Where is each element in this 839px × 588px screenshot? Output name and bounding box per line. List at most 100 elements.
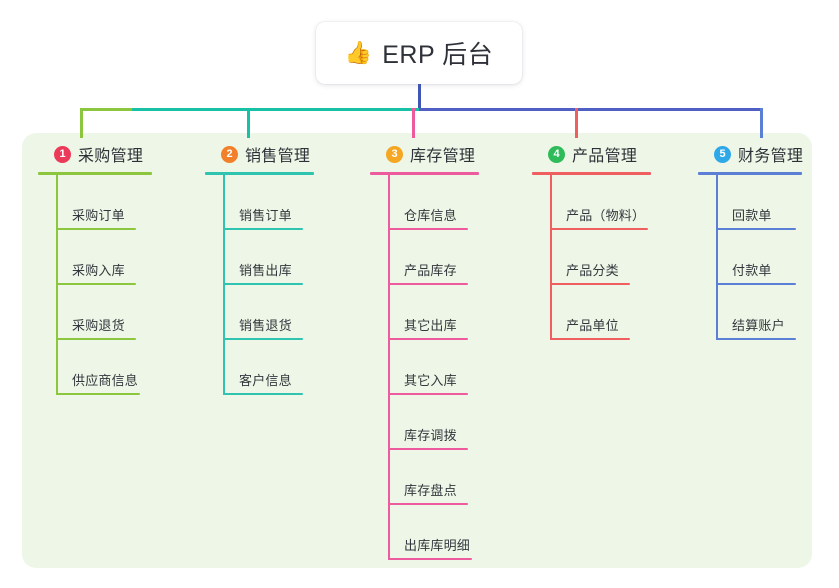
- branch-item-label: 客户信息: [239, 373, 292, 388]
- branch-item-label: 出库库明细: [404, 538, 471, 553]
- branch-item-label: 其它出库: [404, 318, 457, 333]
- branch-item-label: 销售订单: [239, 208, 292, 223]
- branch-spine: [388, 175, 390, 560]
- branch-item-rule: [223, 283, 303, 285]
- branch-header-rule: [38, 172, 152, 175]
- branch-item-label: 销售出库: [239, 263, 292, 278]
- branch-item-rule: [388, 393, 468, 395]
- branch-item-label: 采购订单: [72, 208, 125, 223]
- branch-item-rule: [716, 338, 796, 340]
- branch-item-rule: [388, 558, 472, 560]
- branch-items: 仓库信息产品库存其它出库其它入库库存调拨库存盘点出库库明细: [388, 175, 513, 560]
- branch-number-badge: 3: [386, 145, 403, 163]
- branch-item-rule: [550, 338, 630, 340]
- branch-item-rule: [388, 228, 468, 230]
- branch-item-label: 付款单: [732, 263, 772, 278]
- branch-item-label: 产品单位: [566, 318, 619, 333]
- branch-number-badge: 2: [221, 145, 238, 163]
- branch-item-label: 回款单: [732, 208, 772, 223]
- branch-item-label: 结算账户: [732, 318, 785, 333]
- branch-item-rule: [56, 283, 136, 285]
- branch-items: 回款单付款单结算账户: [716, 175, 836, 340]
- branch-item-rule: [388, 503, 468, 505]
- branch-header-rule: [698, 172, 802, 175]
- branch-item-label: 销售退货: [239, 318, 292, 333]
- branch-item[interactable]: 销售退货: [223, 285, 348, 340]
- branch-item-label: 供应商信息: [72, 373, 139, 388]
- branch-item[interactable]: 产品库存: [388, 230, 513, 285]
- branch-item-label: 库存调拨: [404, 428, 457, 443]
- branch-header-5[interactable]: 5 财务管理: [696, 141, 836, 167]
- branch-title: 采购管理: [78, 148, 144, 165]
- branch-item-label: 采购入库: [72, 263, 125, 278]
- branch-items: 产品（物料） 产品分类产品单位: [550, 175, 685, 340]
- branch-item[interactable]: 销售出库: [223, 230, 348, 285]
- branch-item-rule: [388, 338, 468, 340]
- branch-header-2[interactable]: 2 销售管理: [203, 141, 348, 167]
- branch-item[interactable]: 库存调拨: [388, 395, 513, 450]
- branch-title: 销售管理: [245, 148, 311, 165]
- branch-item[interactable]: 其它入库: [388, 340, 513, 395]
- thumbs-up-icon: 👍: [344, 40, 373, 65]
- branch-column-库存管理: 3 库存管理仓库信息产品库存其它出库其它入库库存调拨库存盘点出库库明细: [368, 141, 513, 560]
- branch-item[interactable]: 仓库信息: [388, 175, 513, 230]
- branch-item[interactable]: 产品（物料）: [550, 175, 685, 230]
- branch-item[interactable]: 付款单: [716, 230, 836, 285]
- branch-item-rule: [716, 283, 796, 285]
- branch-item-label: 产品分类: [566, 263, 619, 278]
- bus-drop-5: [760, 108, 763, 138]
- root-node-title: ERP 后台: [382, 41, 494, 69]
- branch-item-rule: [223, 228, 303, 230]
- branch-item[interactable]: 结算账户: [716, 285, 836, 340]
- bus-segment-teal: [132, 108, 419, 111]
- branch-item[interactable]: 产品单位: [550, 285, 685, 340]
- branch-item-label: 采购退货: [72, 318, 125, 333]
- branch-item-label: 库存盘点: [404, 483, 457, 498]
- branch-item-rule: [550, 283, 630, 285]
- branch-item[interactable]: 采购退货: [56, 285, 186, 340]
- branch-item[interactable]: 供应商信息: [56, 340, 186, 395]
- branch-header-rule: [205, 172, 314, 175]
- branch-item-rule: [388, 283, 468, 285]
- branch-spine: [56, 175, 58, 395]
- branch-header-rule: [370, 172, 479, 175]
- root-node-erp-backend[interactable]: 👍 ERP 后台: [316, 22, 522, 84]
- branch-item[interactable]: 库存盘点: [388, 450, 513, 505]
- branch-header-4[interactable]: 4 产品管理: [530, 141, 685, 167]
- branch-column-销售管理: 2 销售管理销售订单销售出库销售退货客户信息: [203, 141, 348, 395]
- branch-number-badge: 5: [714, 145, 731, 163]
- branch-item-rule: [550, 228, 648, 230]
- branch-item[interactable]: 客户信息: [223, 340, 348, 395]
- branch-item-label: 其它入库: [404, 373, 457, 388]
- branch-header-3[interactable]: 3 库存管理: [368, 141, 513, 167]
- branch-item[interactable]: 采购入库: [56, 230, 186, 285]
- branch-spine: [550, 175, 552, 340]
- diagram-canvas: [22, 133, 812, 568]
- branch-item-rule: [56, 228, 136, 230]
- branch-item-label: 产品（物料）: [566, 208, 646, 223]
- bus-drop-4: [575, 108, 578, 138]
- branch-spine: [223, 175, 225, 395]
- branch-item[interactable]: 采购订单: [56, 175, 186, 230]
- branch-column-财务管理: 5 财务管理回款单付款单结算账户: [696, 141, 836, 340]
- branch-title: 财务管理: [738, 148, 804, 165]
- branch-items: 销售订单销售出库销售退货客户信息: [223, 175, 348, 395]
- branch-title: 产品管理: [572, 148, 638, 165]
- branch-item[interactable]: 出库库明细: [388, 505, 513, 560]
- root-stem-connector: [418, 84, 421, 109]
- bus-drop-3: [412, 108, 415, 138]
- branch-number-badge: 4: [548, 145, 565, 163]
- branch-item-rule: [56, 393, 140, 395]
- branch-item[interactable]: 回款单: [716, 175, 836, 230]
- branch-item[interactable]: 销售订单: [223, 175, 348, 230]
- branch-item[interactable]: 其它出库: [388, 285, 513, 340]
- branch-item-rule: [388, 448, 468, 450]
- branch-title: 库存管理: [410, 148, 476, 165]
- branch-item[interactable]: 产品分类: [550, 230, 685, 285]
- branch-item-rule: [56, 338, 136, 340]
- branch-item-rule: [716, 228, 796, 230]
- branch-items: 采购订单采购入库采购退货供应商信息: [56, 175, 186, 395]
- bus-segment-green: [80, 108, 132, 111]
